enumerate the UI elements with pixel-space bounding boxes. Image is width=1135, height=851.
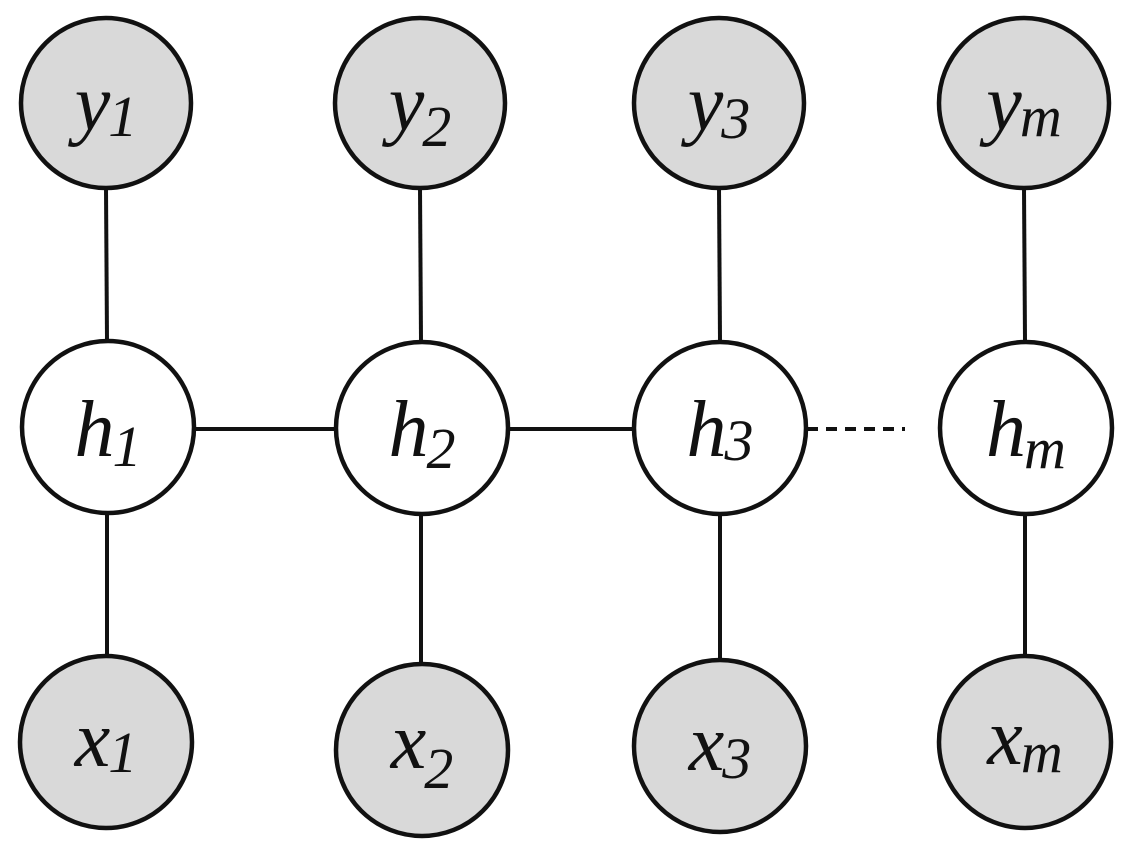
node-h2-label: h2 <box>389 386 456 481</box>
node-x2-circle <box>333 661 511 839</box>
node-y3: y3 <box>631 15 807 191</box>
node-x1-label: x1 <box>74 696 138 785</box>
node-ym-circle <box>936 15 1112 191</box>
node-x2: x2 <box>333 661 511 839</box>
node-y2: y2 <box>332 15 508 191</box>
node-y1: y1 <box>18 15 194 191</box>
node-x2-label: x2 <box>390 698 454 801</box>
node-xm-label: xm <box>986 694 1062 785</box>
node-ym-label: ym <box>979 60 1061 149</box>
node-y3-label: y3 <box>681 60 751 151</box>
edges-layer <box>104 187 1027 664</box>
node-h1-label: h1 <box>75 386 142 479</box>
node-h1-circle <box>19 338 197 516</box>
edge-y2-h2 <box>418 187 423 342</box>
node-hm: hm <box>937 339 1115 517</box>
node-x3-circle <box>631 657 809 835</box>
edge-y1-h1 <box>104 187 109 342</box>
node-y2-circle <box>332 15 508 191</box>
node-h1: h1 <box>19 338 197 516</box>
node-xm: xm <box>936 653 1114 831</box>
node-hm-circle <box>937 339 1115 517</box>
node-x3-label: x3 <box>688 700 752 791</box>
node-x1-circle <box>17 653 195 831</box>
node-h3-label: h3 <box>687 386 754 474</box>
edge-y3-h3 <box>717 187 722 342</box>
node-y1-circle <box>18 15 194 191</box>
node-x1: x1 <box>17 653 195 831</box>
node-h2-circle <box>333 339 511 517</box>
node-y2-label: y2 <box>382 60 452 159</box>
edge-ym-hm <box>1022 187 1027 342</box>
node-xm-circle <box>936 653 1114 831</box>
node-y3-circle <box>631 15 807 191</box>
node-ym: ym <box>936 15 1112 191</box>
node-hm-label: hm <box>986 386 1066 481</box>
node-y1-label: y1 <box>68 60 138 149</box>
node-x3: x3 <box>631 657 809 835</box>
node-h3-circle <box>631 339 809 517</box>
node-h3: h3 <box>631 339 809 517</box>
node-h2: h2 <box>333 339 511 517</box>
